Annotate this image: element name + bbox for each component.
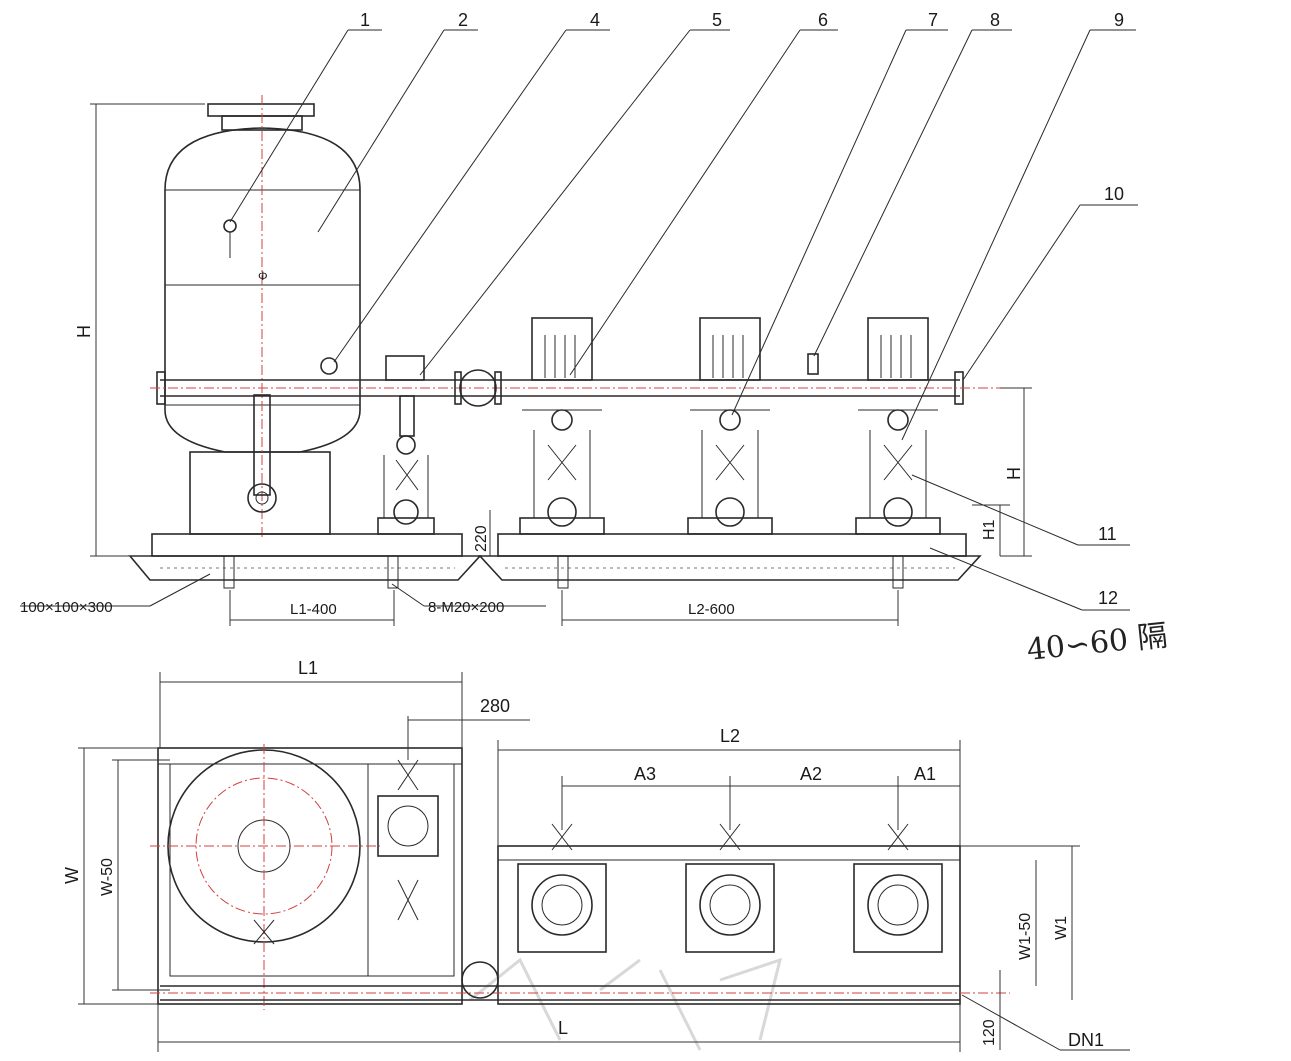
dim-l2-span: L2-600 [688, 601, 735, 618]
pressure-tank [164, 95, 361, 540]
callout-2: 2 [458, 10, 468, 30]
callout-9: 9 [1114, 10, 1124, 30]
callout-8: 8 [990, 10, 1000, 30]
callout-10: 10 [1104, 184, 1124, 204]
callout-11: 11 [1098, 524, 1117, 544]
plan-pump [517, 823, 607, 953]
main-pump [687, 317, 773, 535]
plan-dimensions: L1 280 L2 A3 A2 A1 W W-50 W1-50 W1 L 120… [62, 658, 1130, 1052]
dim-h-total: H [74, 325, 94, 338]
callout-7: 7 [928, 10, 938, 30]
dim-w-50: W-50 [99, 858, 116, 896]
elevation-view [128, 95, 1020, 589]
dim-bolt-block: 100×100×300 [20, 599, 113, 616]
plan-view [150, 744, 1010, 1010]
dim-h1: H1 [981, 519, 998, 540]
dim-120: 120 [981, 1019, 998, 1046]
callout-12: 12 [1098, 588, 1118, 608]
jockey-pump [377, 355, 435, 535]
dim-plinth: 220 [473, 525, 490, 552]
callout-1: 1 [360, 10, 370, 30]
callout-4: 4 [590, 10, 600, 30]
dim-dn1: DN1 [1068, 1030, 1104, 1050]
plan-pump [685, 823, 775, 953]
handwritten-note: 40∽60 隔 [1025, 618, 1169, 668]
foundation [128, 533, 982, 589]
plan-pump [853, 823, 943, 953]
callout-5: 5 [712, 10, 722, 30]
dim-a2: A2 [800, 764, 822, 784]
callout-leaders [229, 29, 1138, 611]
dim-anchor-bolt: 8-M20×200 [428, 599, 504, 616]
dim-a3: A3 [634, 764, 656, 784]
callout-numbers: 1 2 4 5 6 7 8 9 10 11 12 [360, 10, 1124, 608]
watermark [469, 957, 783, 1051]
dim-tank-dia: Φ [258, 269, 268, 283]
dim-w1: W1 [1053, 916, 1070, 940]
dim-w: W [62, 867, 82, 884]
callout-6: 6 [818, 10, 828, 30]
dim-l1-span: L1-400 [290, 601, 337, 618]
main-pump [519, 317, 605, 535]
dim-l1: L1 [298, 658, 318, 678]
main-pump [855, 317, 941, 535]
dim-280: 280 [480, 696, 510, 716]
dim-l: L [558, 1018, 568, 1038]
dim-l2: L2 [720, 726, 740, 746]
dim-a1: A1 [914, 764, 936, 784]
elevation-dimensions: H H H1 220 100×100×300 8-M20×200 L1-400 … [20, 103, 1032, 626]
dim-h-pipe: H [1004, 467, 1024, 480]
dim-w1-50: W1-50 [1017, 913, 1034, 960]
